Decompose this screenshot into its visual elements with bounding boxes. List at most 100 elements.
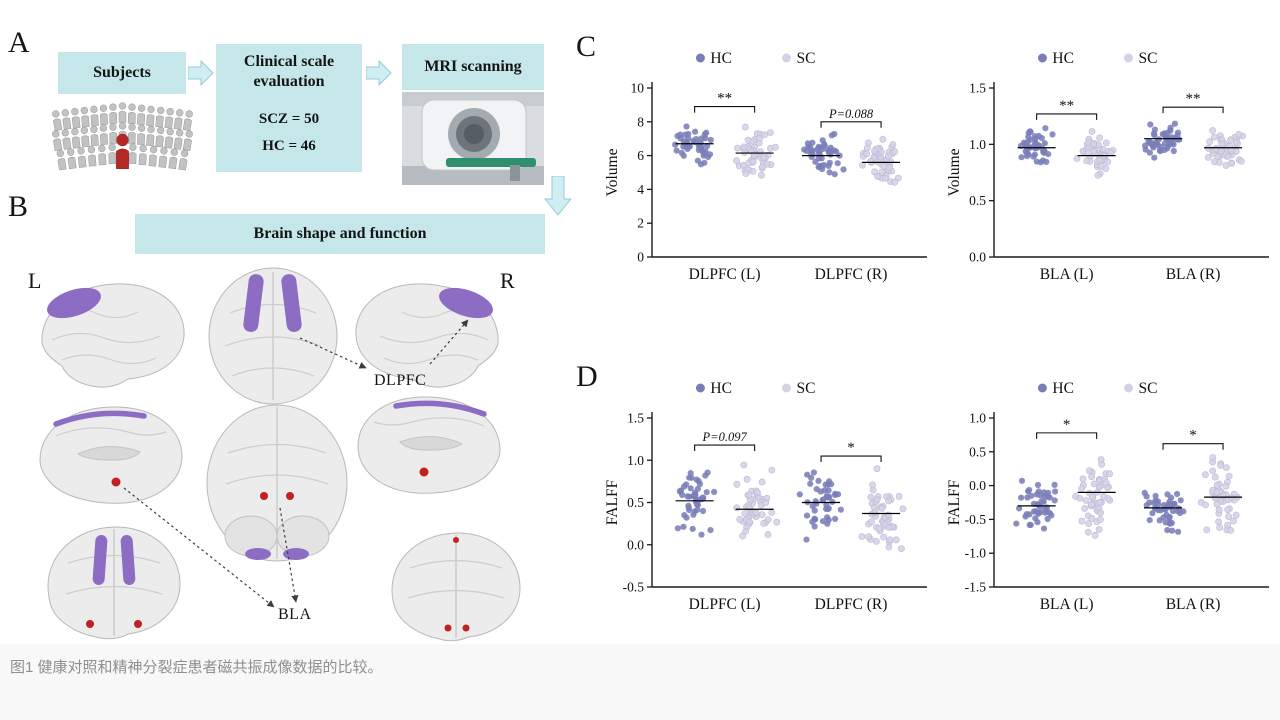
subjects-box: Subjects <box>58 52 186 94</box>
svg-text:-0.5: -0.5 <box>623 580 645 595</box>
brain-medial-right <box>357 396 501 494</box>
hc-count: HC = 46 <box>262 138 316 154</box>
svg-text:SC: SC <box>1139 50 1158 67</box>
figure-caption: 图1 健康对照和精神分裂症患者磁共振成像数据的比较。 <box>10 659 383 676</box>
subjects-box-label: Subjects <box>93 64 151 81</box>
mri-scanning-box: MRI scanning <box>402 44 544 90</box>
brain-lateral-left <box>41 283 185 388</box>
svg-text:0.5: 0.5 <box>969 193 986 208</box>
dlpfc-region-ventral-right <box>283 548 309 560</box>
svg-text:**: ** <box>1186 91 1201 107</box>
svg-text:8: 8 <box>637 114 644 129</box>
svg-text:HC: HC <box>710 380 732 397</box>
dlpfc-annotation-arrow-2 <box>429 319 469 365</box>
svg-text:BLA (R): BLA (R) <box>1166 266 1221 283</box>
brain-medial-left <box>39 406 183 504</box>
svg-text:*: * <box>1063 417 1071 433</box>
dlpfc-region-axial-right <box>281 274 302 332</box>
svg-text:1.5: 1.5 <box>627 411 644 426</box>
svg-text:DLPFC (L): DLPFC (L) <box>689 596 761 613</box>
svg-text:0.0: 0.0 <box>627 537 644 552</box>
svg-text:0.0: 0.0 <box>969 478 986 493</box>
subjects-crowd-graphic <box>52 102 193 171</box>
flow-arrow-down-icon <box>544 176 572 216</box>
brain-axial-top <box>208 267 338 405</box>
brain-frontal-left <box>47 526 181 640</box>
svg-text:2: 2 <box>637 216 644 231</box>
svg-text:BLA (L): BLA (L) <box>1040 266 1094 283</box>
bla-annotation-arrow-2 <box>279 507 299 603</box>
svg-text:HC: HC <box>1052 380 1074 397</box>
svg-text:-1.0: -1.0 <box>965 546 987 561</box>
svg-text:4: 4 <box>637 182 644 197</box>
mri-scanner-photo <box>402 92 544 185</box>
flow-arrow-right-1-icon <box>188 60 214 86</box>
bla-region-ventral-left <box>260 492 268 500</box>
svg-text:**: ** <box>717 91 732 107</box>
bla-region-frontal-right <box>134 620 142 628</box>
bla-region-posterior-left <box>444 624 452 632</box>
svg-text:-0.5: -0.5 <box>965 512 987 527</box>
dlpfc-region-medial-right <box>393 400 487 417</box>
panel-b-letter: B <box>8 190 29 223</box>
svg-text:0.0: 0.0 <box>969 250 986 265</box>
brain-shape-function-label: Brain shape and function <box>253 225 427 242</box>
svg-text:*: * <box>847 440 855 456</box>
dlpfc-region-ventral-left <box>245 548 271 560</box>
bla-region-ventral-right <box>286 492 294 500</box>
svg-text:FALFF: FALFF <box>604 479 621 525</box>
dlpfc-region-frontal-right-strip <box>120 535 136 585</box>
dlpfc-region-lateral-left <box>47 287 101 319</box>
brain-axial-ventral <box>206 404 348 562</box>
bla-region-posterior-top <box>453 537 459 543</box>
svg-text:BLA (R): BLA (R) <box>1166 596 1221 613</box>
svg-text:1.5: 1.5 <box>969 81 986 96</box>
svg-text:DLPFC (R): DLPFC (R) <box>815 596 888 613</box>
panel-c-letter: C <box>576 30 597 63</box>
svg-text:6: 6 <box>637 148 644 163</box>
svg-text:HC: HC <box>710 50 732 67</box>
svg-text:Volume: Volume <box>946 148 963 196</box>
svg-text:-1.5: -1.5 <box>965 580 987 595</box>
svg-text:DLPFC (R): DLPFC (R) <box>815 266 888 283</box>
svg-text:0.5: 0.5 <box>969 444 986 459</box>
flow-arrow-right-2-icon <box>366 60 392 86</box>
panel-a-letter: A <box>8 26 30 59</box>
right-hemisphere-label: R <box>500 268 515 293</box>
svg-text:0.5: 0.5 <box>627 495 644 510</box>
clinical-stats: SCZ = 50 HC = 46 <box>259 106 319 160</box>
svg-text:SC: SC <box>1139 380 1158 397</box>
svg-text:1.0: 1.0 <box>969 411 986 426</box>
dlpfc-label: DLPFC <box>374 372 427 389</box>
svg-text:SC: SC <box>797 50 816 67</box>
dlpfc-region-lateral-right <box>439 287 493 319</box>
brain-figure <box>39 267 521 642</box>
bla-label: BLA <box>278 606 312 623</box>
brain-lateral-right <box>355 283 499 388</box>
scz-count: SCZ = 50 <box>258 111 320 127</box>
mri-scanning-box-label: MRI scanning <box>424 58 522 75</box>
svg-text:*: * <box>1189 428 1197 444</box>
bla-region-medial-right <box>419 467 429 477</box>
bla-region-frontal-left <box>86 620 94 628</box>
svg-text:1.0: 1.0 <box>969 137 986 152</box>
svg-text:**: ** <box>1059 98 1074 114</box>
svg-text:Volume: Volume <box>604 148 621 196</box>
clinical-scale-box-title: Clinical scale evaluation <box>243 53 335 90</box>
svg-text:HC: HC <box>1052 50 1074 67</box>
bla-region-posterior-right <box>462 624 470 632</box>
svg-text:P=0.088: P=0.088 <box>828 107 874 121</box>
clinical-scale-box: Clinical scale evaluation SCZ = 50 HC = … <box>216 44 362 172</box>
brain-posterior <box>391 532 521 642</box>
svg-text:1.0: 1.0 <box>627 453 644 468</box>
dlpfc-region-axial-left <box>243 274 264 332</box>
dlpfc-region-medial-left <box>53 410 147 427</box>
